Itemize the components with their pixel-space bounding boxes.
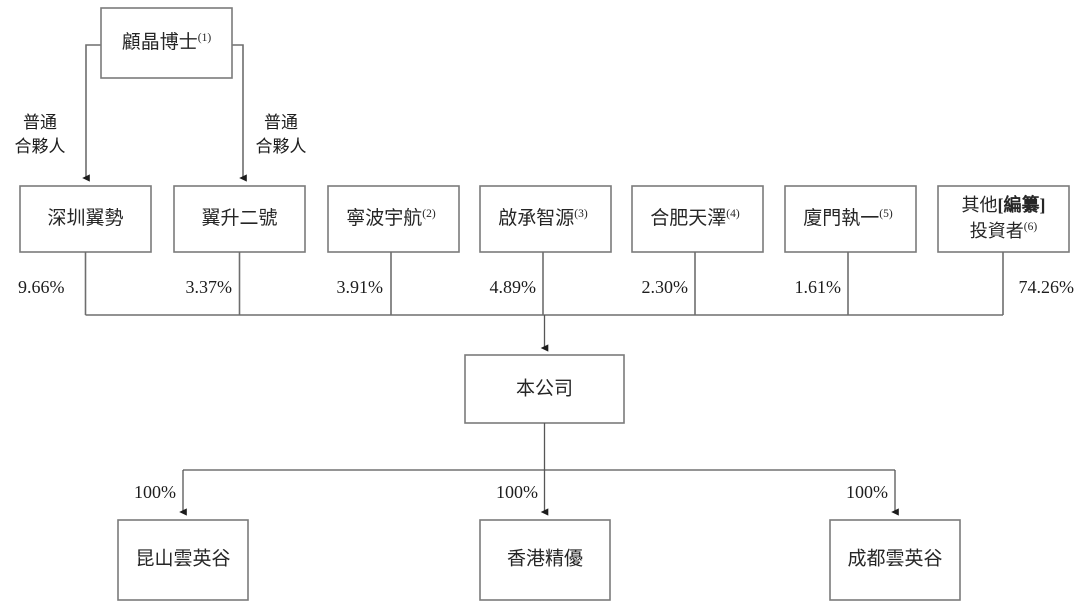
node-the-company[interactable]: 本公司 <box>464 354 625 424</box>
connector-gujing-to-yisheng-erhao <box>232 44 247 182</box>
percent-label-yisheng-erhao: 3.37% <box>186 277 233 297</box>
node-label-ningbo-yuhang: 寧波宇航(2) <box>346 207 436 229</box>
node-kunshan-yunyinggu[interactable]: 昆山雲英谷 <box>117 519 249 601</box>
percent-label-hongkong-jingyou: 100% <box>496 482 538 502</box>
node-label-gu-jing: 顧晶博士(1) <box>122 31 212 53</box>
percent-label-shenzhen-yishi: 9.66% <box>18 277 65 297</box>
node-box-ningbo-yuhang <box>327 185 460 253</box>
role-label-right-line2: 合夥人 <box>256 137 307 156</box>
node-label-the-company: 本公司 <box>516 377 573 399</box>
node-xiamen-zhiyi[interactable]: 廈門執一(5) <box>784 185 917 253</box>
node-shenzhen-yishi[interactable]: 深圳翼勢 <box>19 185 152 253</box>
node-label-hefei-tianze: 合肥天澤(4) <box>650 207 740 229</box>
node-gu-jing[interactable]: 顧晶博士(1) <box>100 7 233 79</box>
role-label-right-line1: 普通 <box>264 113 298 132</box>
node-box-other-investors <box>937 185 1070 253</box>
node-qicheng-zhiyuan[interactable]: 啟承智源(3) <box>479 185 612 253</box>
node-box-kunshan-yunyinggu <box>117 519 249 601</box>
percent-label-group-shareholders: 9.66% 3.37% 3.91% 4.89% 2.30% 1.61% 74.2… <box>18 277 1074 297</box>
percent-label-kunshan-yunyinggu: 100% <box>134 482 176 502</box>
percent-label-chengdu-yunyinggu: 100% <box>846 482 888 502</box>
node-box-the-company <box>464 354 625 424</box>
node-hefei-tianze[interactable]: 合肥天澤(4) <box>631 185 764 253</box>
node-box-gu-jing <box>100 7 233 79</box>
node-box-hefei-tianze <box>631 185 764 253</box>
node-box-xiamen-zhiyi <box>784 185 917 253</box>
percent-label-hefei-tianze: 2.30% <box>642 277 689 297</box>
node-label-xiamen-zhiyi: 廈門執一(5) <box>803 207 893 229</box>
role-label-left: 普通 合夥人 <box>15 113 66 156</box>
node-label-kunshan-yunyinggu: 昆山雲英谷 <box>135 547 230 569</box>
node-hongkong-jingyou[interactable]: 香港精優 <box>479 519 611 601</box>
connector-group-shareholders-to-company <box>84 252 1004 352</box>
connector-gujing-to-shenzhen-yishi <box>82 44 101 182</box>
node-box-chengdu-yunyinggu <box>829 519 961 601</box>
percent-label-ningbo-yuhang: 3.91% <box>337 277 384 297</box>
percent-label-group-subsidiaries: 100% 100% 100% <box>134 482 888 502</box>
node-label-other-investors-line2: 投資者(6) <box>970 221 1038 241</box>
role-label-left-line2: 合夥人 <box>15 137 66 156</box>
connector-group-top <box>82 44 247 182</box>
node-label-other-investors-line1: 其他[編纂] <box>962 194 1046 215</box>
percent-label-xiamen-zhiyi: 1.61% <box>795 277 842 297</box>
node-ningbo-yuhang[interactable]: 寧波宇航(2) <box>327 185 460 253</box>
node-label-hongkong-jingyou: 香港精優 <box>507 547 583 569</box>
node-box-qicheng-zhiyuan <box>479 185 612 253</box>
node-other-investors[interactable]: 其他[編纂] 投資者(6) <box>937 185 1070 253</box>
connector-group-company-to-subsidiaries <box>179 423 899 516</box>
node-yisheng-erhao[interactable]: 翼升二號 <box>173 185 306 253</box>
percent-label-qicheng-zhiyuan: 4.89% <box>490 277 537 297</box>
role-label-left-line1: 普通 <box>23 113 57 132</box>
node-chengdu-yunyinggu[interactable]: 成都雲英谷 <box>829 519 961 601</box>
node-box-yisheng-erhao <box>173 185 306 253</box>
node-label-yisheng-erhao: 翼升二號 <box>201 207 277 229</box>
node-label-qicheng-zhiyuan: 啟承智源(3) <box>498 207 588 229</box>
role-label-right: 普通 合夥人 <box>256 113 307 156</box>
node-label-chengdu-yunyinggu: 成都雲英谷 <box>847 547 942 569</box>
node-box-hongkong-jingyou <box>479 519 611 601</box>
node-label-shenzhen-yishi: 深圳翼勢 <box>47 207 123 229</box>
percent-label-other-investors: 74.26% <box>1019 277 1075 297</box>
